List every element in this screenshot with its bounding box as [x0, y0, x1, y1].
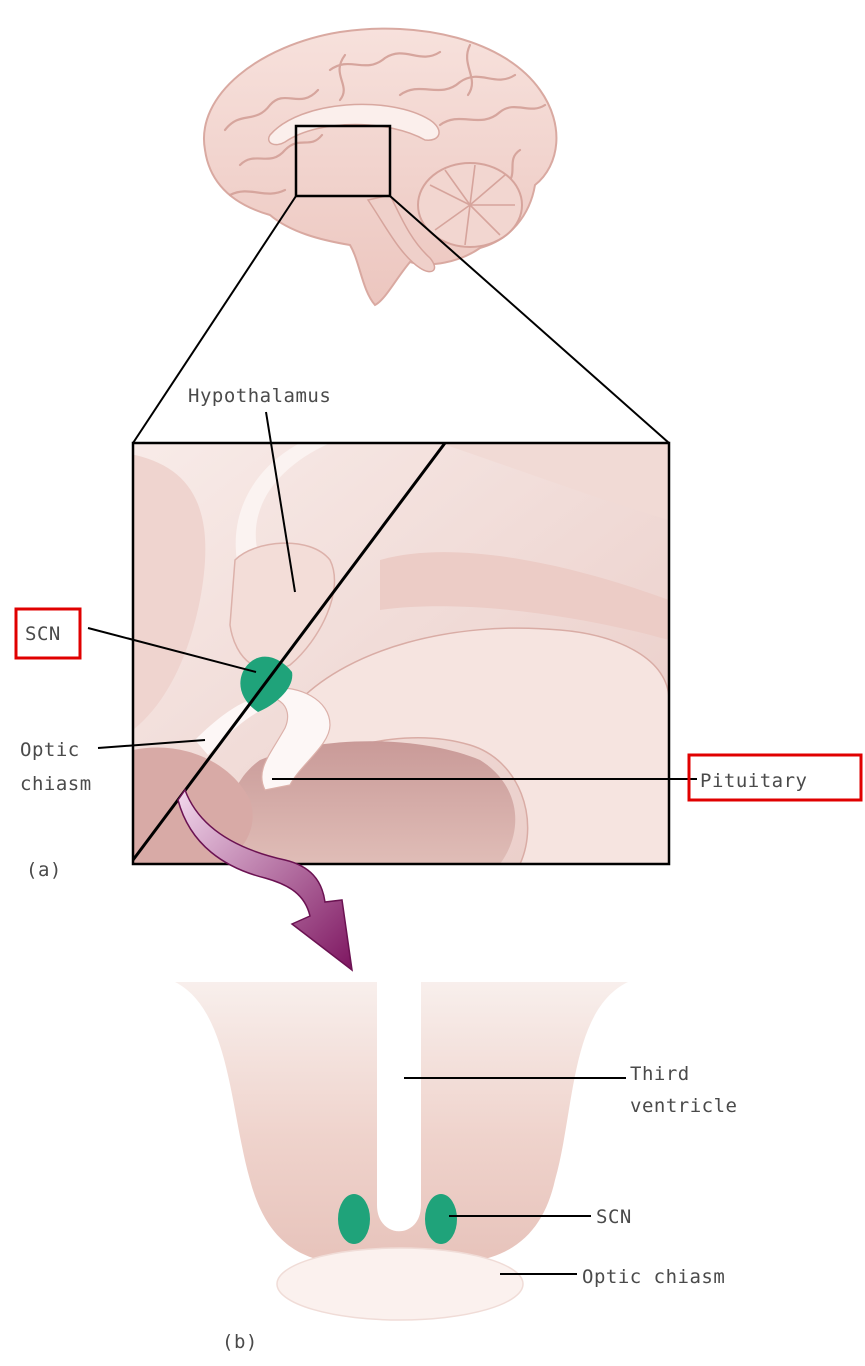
label-optic-a-line2: chiasm — [20, 773, 92, 795]
zoom-line-right — [390, 196, 669, 443]
label-pituitary: Pituitary — [700, 770, 807, 792]
scn-right — [425, 1194, 457, 1244]
panel-b-cross-section — [175, 982, 628, 1320]
label-optic-b: Optic chiasm — [582, 1266, 725, 1288]
whole-brain-illustration — [204, 29, 556, 305]
label-optic-a-line1: Optic — [20, 739, 80, 761]
label-third-line2: ventricle — [630, 1095, 737, 1117]
label-panel-a: (a) — [26, 859, 62, 881]
label-hypothalamus: Hypothalamus — [188, 385, 331, 407]
optic-chiasm-b — [277, 1248, 523, 1320]
label-scn-b: SCN — [596, 1206, 632, 1228]
label-panel-b: (b) — [222, 1331, 258, 1353]
label-scn-a: SCN — [25, 623, 61, 645]
third-ventricle — [377, 982, 421, 1231]
panel-a-detail — [133, 443, 669, 864]
scn-left — [338, 1194, 370, 1244]
label-third-line1: Third — [630, 1063, 690, 1085]
